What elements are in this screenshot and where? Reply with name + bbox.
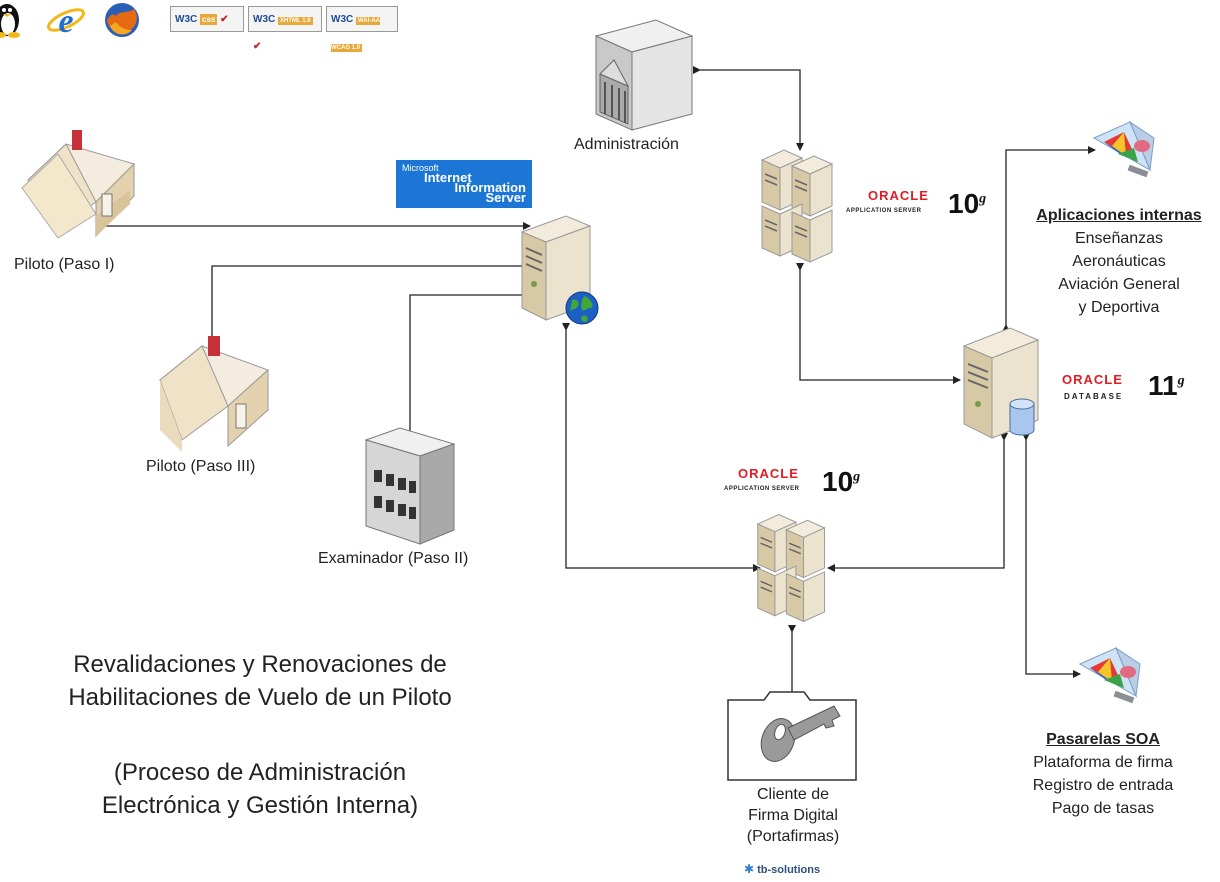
house-icon — [18, 124, 136, 240]
oracle-version: 10g — [822, 466, 860, 498]
svg-text:e: e — [58, 3, 73, 38]
server-cluster-icon — [752, 506, 836, 630]
iis-logo: Microsoft Internet Information Server — [396, 160, 532, 208]
w3c-label: W3C — [331, 14, 354, 25]
oracle-product: DATABASE — [1064, 392, 1124, 401]
aplicaciones-item: Aeronáuticas — [1072, 253, 1166, 270]
oracle-product: APPLICATION SERVER — [724, 486, 800, 492]
version-suffix: g — [1177, 373, 1185, 389]
government-building-icon — [586, 14, 696, 132]
oracle-db-logo: ORACLE DATABASE 11g — [1060, 370, 1210, 410]
subtitle-line: (Proceso de Administración — [113, 759, 407, 786]
aplicaciones-heading: Aplicaciones internas — [1036, 207, 1202, 224]
iis-information: Information — [454, 180, 527, 195]
piloto-paso1-label: Piloto (Paso I) — [14, 256, 115, 273]
version-number: 10 — [948, 188, 980, 219]
oracle-version: 11g — [1148, 370, 1185, 402]
cliente-line: Firma Digital — [748, 807, 838, 824]
pasarelas-item: Plataforma de firma — [1033, 754, 1173, 771]
globe-icon — [564, 290, 600, 326]
oracle-product: APPLICATION SERVER — [846, 208, 922, 214]
database-cylinder-icon — [1008, 398, 1036, 438]
version-suffix: g — [979, 191, 987, 207]
line-admin-to-as-top — [693, 66, 804, 151]
line-piloto3-to-web — [211, 262, 531, 340]
w3c-xhtml-badge[interactable]: W3C XHTML 1.0 ✔ — [248, 6, 322, 52]
cliente-line: Cliente de — [756, 786, 830, 803]
examinador-label: Examinador (Paso II) — [318, 550, 469, 567]
oracle-as-top-logo: ORACLE APPLICATION SERVER 10g — [844, 188, 994, 226]
house-icon — [156, 334, 272, 452]
aplicaciones-internas-block: Aplicaciones internas Enseñanzas Aeronáu… — [1004, 204, 1220, 319]
aplicaciones-item: y Deportiva — [1078, 299, 1160, 316]
oracle-brand: ORACLE — [1062, 372, 1123, 387]
w3c-label: W3C — [253, 14, 276, 25]
line-db-to-pasarelas — [1022, 433, 1081, 678]
office-building-icon — [362, 426, 458, 546]
pasarelas-item: Registro de entrada — [1032, 777, 1174, 794]
aplicaciones-item: Enseñanzas — [1074, 230, 1164, 247]
oracle-brand: ORACLE — [738, 466, 799, 481]
oracle-brand: ORACLE — [868, 188, 929, 203]
folder-key-icon — [724, 690, 860, 782]
iis-microsoft: Microsoft — [402, 163, 439, 173]
line-as-top-to-db — [796, 263, 961, 384]
diagram-subtitle: (Proceso de Administración Electrónica y… — [0, 756, 520, 822]
linux-penguin-icon — [0, 0, 20, 38]
diagram-title: Revalidaciones y Renovaciones de Habilit… — [0, 648, 520, 714]
line-db-to-as-bottom — [827, 433, 1008, 572]
tb-solutions-logo: ✱ tb-solutions — [744, 862, 820, 878]
firefox-icon[interactable] — [102, 0, 142, 40]
tb-solutions-mark: ✱ — [744, 862, 755, 876]
cliente-line: (Portafirmas) — [746, 828, 840, 845]
w3c-label: W3C — [175, 14, 198, 25]
oracle-version: 10g — [948, 188, 986, 220]
subtitle-line: Electrónica y Gestión Interna) — [101, 792, 419, 819]
badge-tag: XHTML 1.0 — [278, 17, 313, 25]
iis-server: Server — [485, 190, 526, 205]
pasarelas-heading: Pasarelas SOA — [1046, 731, 1160, 748]
application-prism-icon — [1090, 118, 1156, 184]
piloto-paso3-label: Piloto (Paso III) — [146, 458, 256, 475]
tb-solutions-text: tb-solutions — [757, 864, 821, 876]
line-web-to-firma-server — [562, 323, 761, 572]
pasarelas-item: Pago de tasas — [1051, 800, 1155, 817]
iis-internet: Internet — [424, 170, 472, 185]
aplicaciones-item: Aviación General — [1058, 276, 1180, 293]
line-examinador-to-web — [409, 291, 531, 432]
version-number: 10 — [822, 466, 854, 497]
pasarelas-soa-block: Pasarelas SOA Plataforma de firma Regist… — [1010, 728, 1196, 820]
w3c-css-badge[interactable]: W3C css ✔ — [170, 6, 244, 32]
internet-explorer-icon[interactable]: e — [46, 2, 86, 40]
version-suffix: g — [853, 469, 861, 485]
database-server-icon — [958, 320, 1054, 442]
line-db-to-aplicaciones — [1002, 146, 1096, 332]
title-line: Habilitaciones de Vuelo de un Piloto — [68, 684, 452, 711]
application-prism-icon — [1076, 644, 1142, 710]
server-cluster-icon — [756, 144, 844, 268]
oracle-as-bottom-logo: ORACLE APPLICATION SERVER 10g — [722, 466, 872, 504]
cliente-firma-label: Cliente de Firma Digital (Portafirmas) — [728, 784, 858, 847]
version-number: 11 — [1148, 370, 1178, 401]
administracion-label: Administración — [574, 136, 679, 153]
badge-tag: css — [200, 14, 218, 25]
title-line: Revalidaciones y Renovaciones de — [73, 651, 447, 678]
